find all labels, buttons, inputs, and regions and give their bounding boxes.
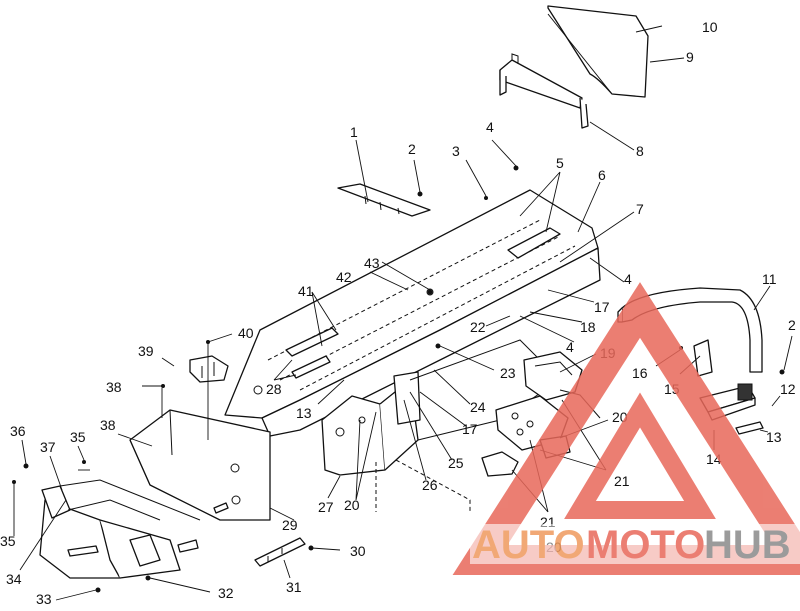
callout-17: 17 xyxy=(594,299,610,315)
rear-box-29 xyxy=(129,409,271,521)
callout-13-left: 13 xyxy=(296,405,312,421)
callout-38-mid: 38 xyxy=(100,417,116,433)
callout-12: 12 xyxy=(780,381,796,397)
callout-25: 25 xyxy=(448,455,464,471)
watermark-inner-triangle-icon xyxy=(564,392,716,519)
watermark-auto: AUTO xyxy=(472,523,585,567)
callout-27: 27 xyxy=(318,499,334,515)
callout-29: 29 xyxy=(282,517,298,533)
callout-9: 9 xyxy=(686,49,694,65)
callout-10: 10 xyxy=(702,19,718,35)
callout-7: 7 xyxy=(636,201,644,217)
callout-5: 5 xyxy=(556,155,564,171)
callout-18: 18 xyxy=(580,319,596,335)
callout-42: 42 xyxy=(336,269,352,285)
plate-9 xyxy=(547,5,649,98)
callout-16: 16 xyxy=(632,365,648,381)
callout-34: 34 xyxy=(6,571,22,587)
callout-28: 28 xyxy=(266,381,282,397)
callout-38-top: 38 xyxy=(106,379,122,395)
callout-4-mid: 4 xyxy=(566,339,574,355)
callout-33: 33 xyxy=(36,591,52,606)
callout-35-left: 35 xyxy=(0,533,16,549)
callout-24: 24 xyxy=(470,399,486,415)
callout-1: 1 xyxy=(350,124,358,140)
callout-41: 41 xyxy=(298,283,314,299)
rear-side-plates xyxy=(321,339,561,512)
strap-31 xyxy=(254,537,306,567)
callout-23: 23 xyxy=(500,365,516,381)
watermark-hub: HUB xyxy=(704,523,791,567)
callout-13-right: 13 xyxy=(766,429,782,445)
callout-2: 2 xyxy=(408,141,416,157)
callout-37: 37 xyxy=(40,439,56,455)
callout-39: 39 xyxy=(138,343,154,359)
callout-8: 8 xyxy=(636,143,644,159)
rear-frame-base xyxy=(39,479,201,579)
callout-4: 4 xyxy=(486,119,494,135)
callout-labels: 1 2 3 4 5 6 7 8 9 10 11 2 12 13 14 15 16… xyxy=(0,19,796,607)
bracket-1 xyxy=(337,183,431,217)
callout-22: 22 xyxy=(470,319,486,335)
tunnel-top xyxy=(224,189,601,437)
callout-43: 43 xyxy=(364,255,380,271)
callout-21: 21 xyxy=(614,473,630,489)
watermark-moto: MOTO xyxy=(586,523,705,567)
callout-3: 3 xyxy=(452,143,460,159)
bracket-8 xyxy=(499,53,589,129)
callout-17-lower: 17 xyxy=(462,421,478,437)
callout-2-right: 2 xyxy=(788,317,796,333)
callout-26: 26 xyxy=(422,477,438,493)
callout-32: 32 xyxy=(218,585,234,601)
callout-36: 36 xyxy=(10,423,26,439)
callout-40: 40 xyxy=(238,325,254,341)
callout-30: 30 xyxy=(350,543,366,559)
callout-4-right: 4 xyxy=(624,271,632,287)
bracket-39 xyxy=(189,355,229,383)
callout-11: 11 xyxy=(762,271,777,287)
callout-20-left: 20 xyxy=(344,497,360,513)
callout-35-top: 35 xyxy=(70,429,86,445)
callout-31: 31 xyxy=(286,579,302,595)
watermark-logo: AUTO MOTO HUB xyxy=(452,282,800,575)
callout-6: 6 xyxy=(598,167,606,183)
